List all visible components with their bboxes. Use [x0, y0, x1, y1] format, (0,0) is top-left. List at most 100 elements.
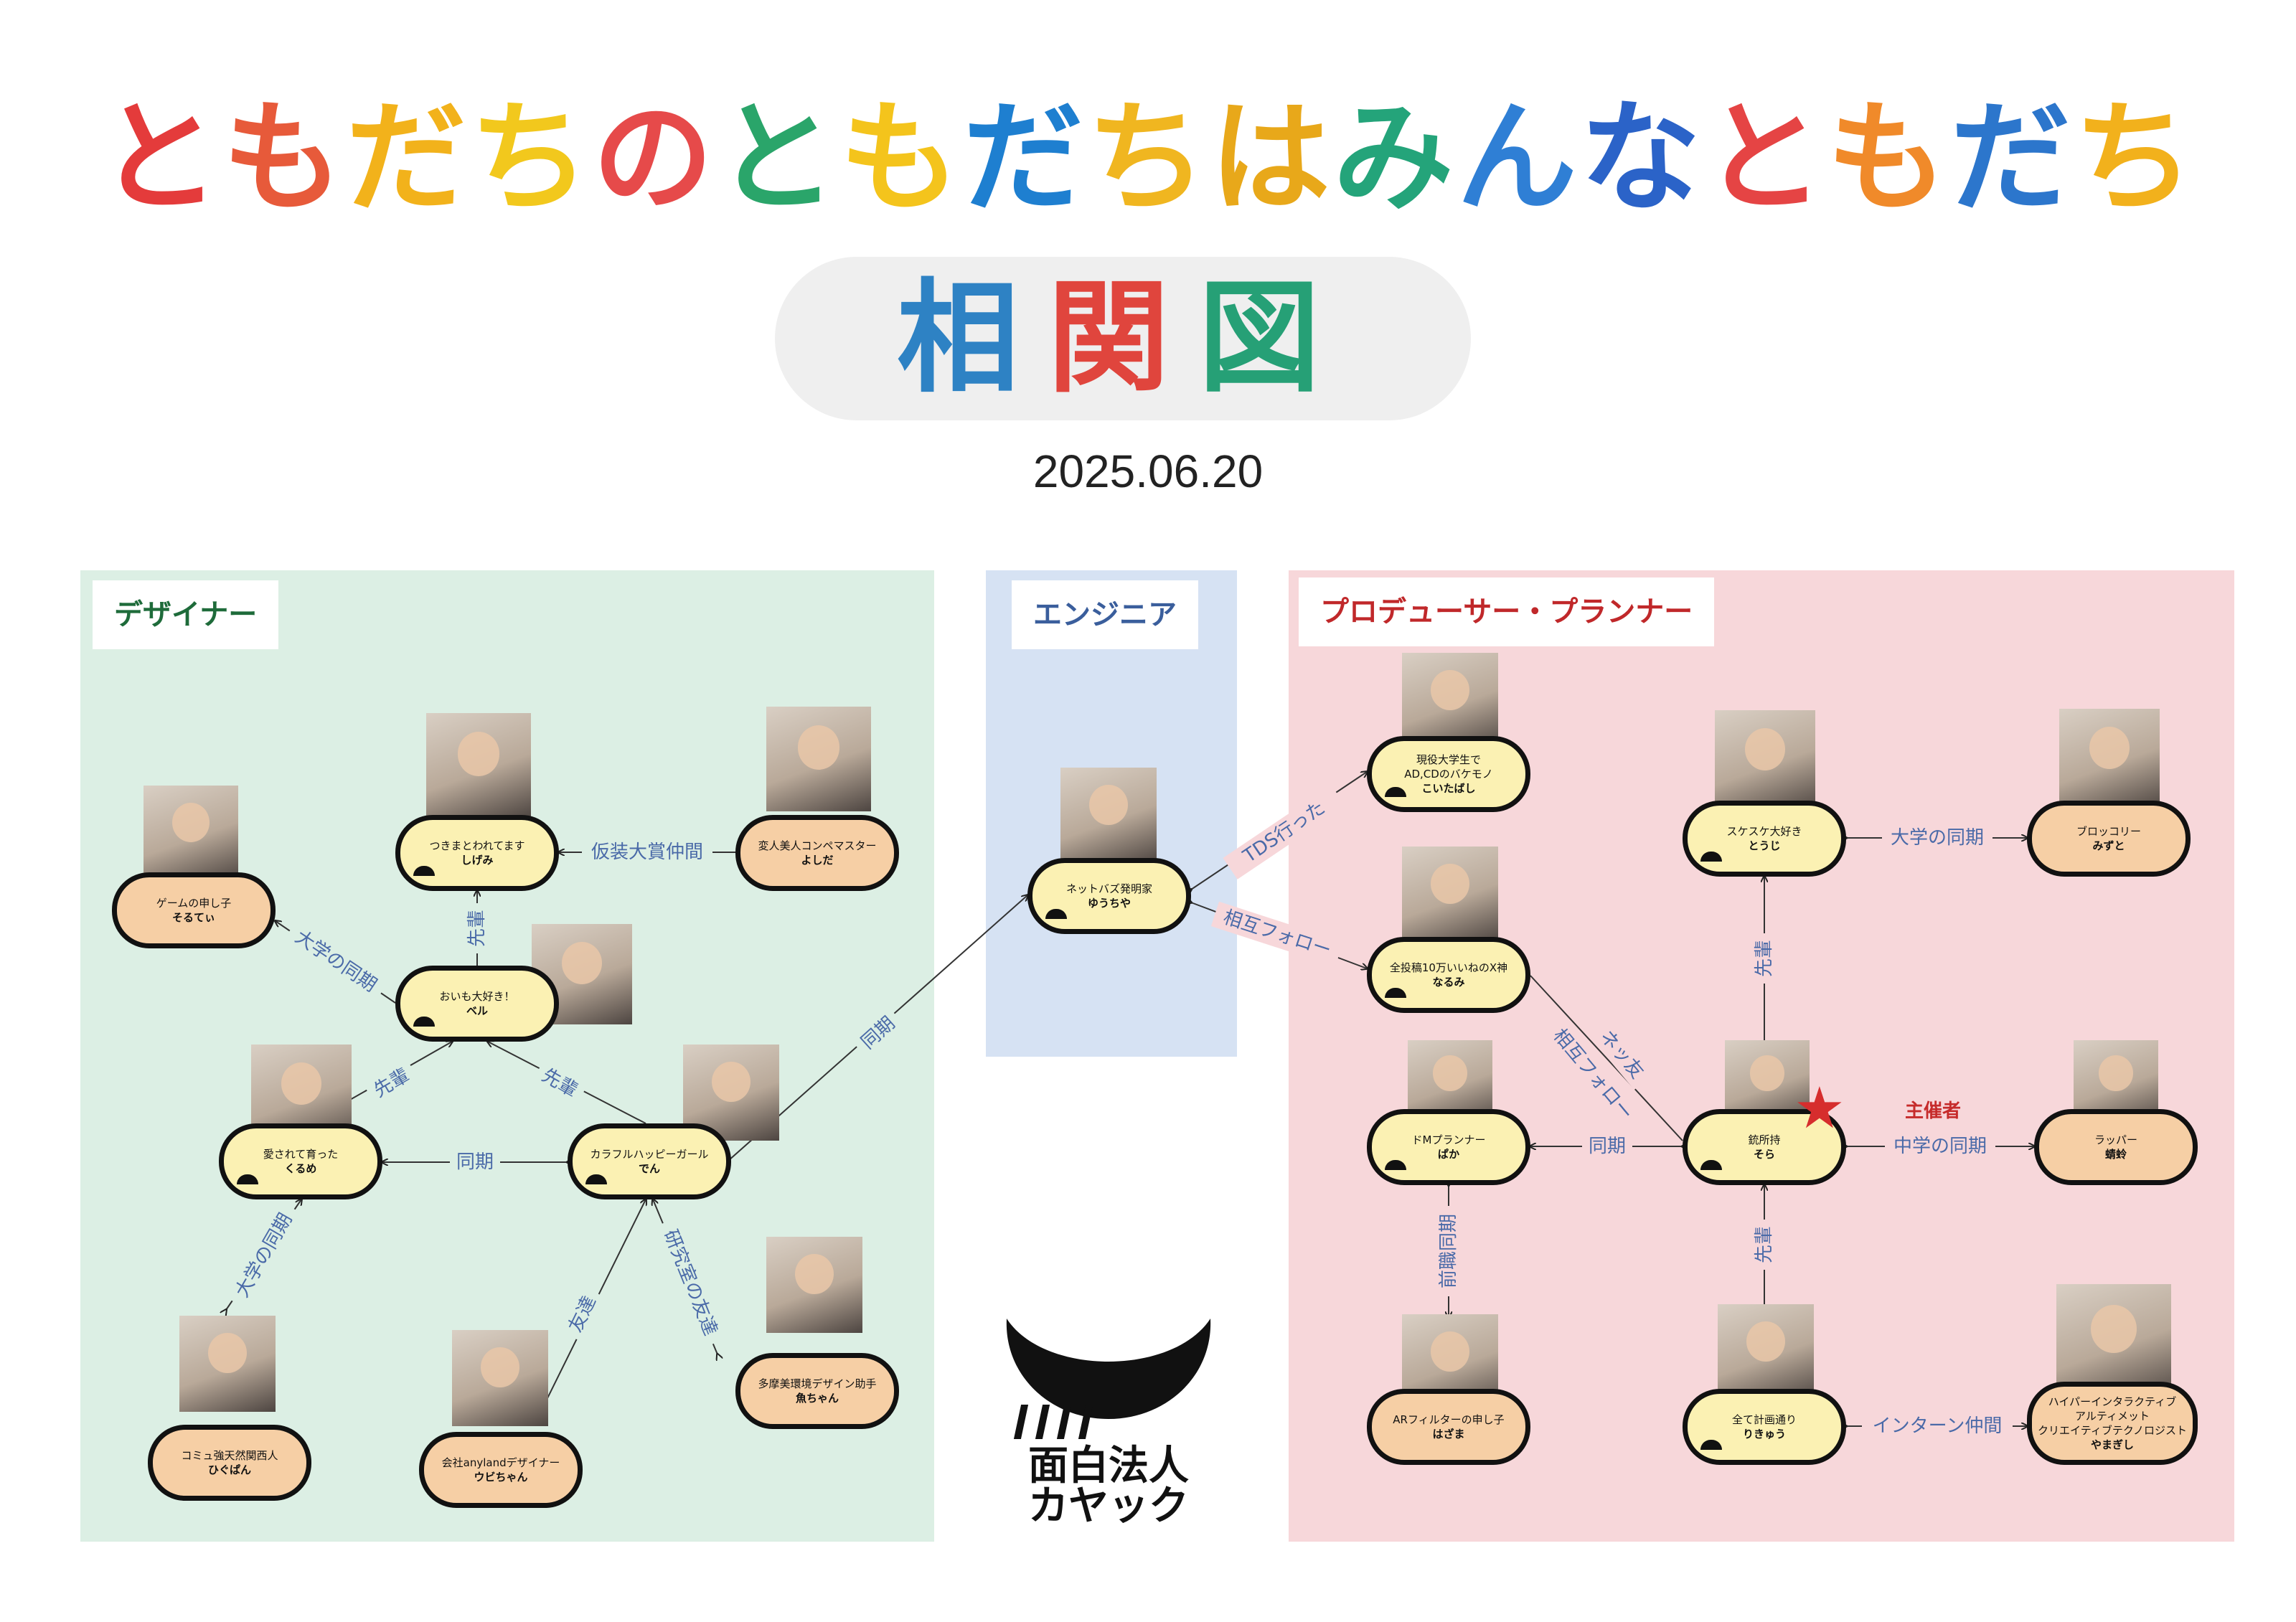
- person-name: そら: [1753, 1148, 1775, 1161]
- person-desc: 会社anylandデザイナー: [441, 1456, 560, 1469]
- person-desc: 全て計画通り: [1731, 1413, 1797, 1426]
- person-photo-6: [179, 1316, 276, 1412]
- person-card-4: 愛されて育ったくるめ: [219, 1123, 382, 1199]
- producer-panel-label: プロデューサー・プランナー: [1299, 577, 1715, 646]
- person-photo-0: [144, 786, 238, 880]
- person-card-13: ARフィルターの申し子はざま: [1367, 1389, 1530, 1465]
- person-name: しげみ: [461, 854, 494, 867]
- person-card-2: 変人美人コンペマスターよしだ: [735, 815, 899, 891]
- cloud-icon: [585, 1174, 607, 1184]
- person-name: りきゅう: [1742, 1428, 1786, 1441]
- person-card-8: 多摩美環境デザイン助手魚ちゃん: [735, 1353, 899, 1429]
- title-char-7: だ: [963, 88, 1086, 228]
- title-char-13: と: [1703, 88, 1827, 228]
- title-char-3: ち: [469, 88, 593, 228]
- person-desc: 銃所持: [1748, 1133, 1781, 1146]
- person-name: ベル: [466, 1004, 488, 1017]
- person-card-5: カラフルハッピーガールでん: [568, 1123, 731, 1199]
- title-char-2: だ: [346, 88, 469, 228]
- cloud-icon: [1700, 1440, 1722, 1450]
- relation-label-bg: [850, 1006, 906, 1060]
- person-photo-11: [1402, 847, 1498, 943]
- organizer-star-icon: ★: [1794, 1075, 1845, 1141]
- title-char-14: も: [1827, 88, 1950, 228]
- cloud-icon: [1385, 988, 1406, 998]
- relation-label-group-sougo1: 相互フォロー: [1210, 901, 1344, 967]
- person-desc: 変人美人コンペマスター: [758, 839, 877, 852]
- person-name: こいたばし: [1421, 782, 1476, 795]
- relation-label-senpai_touji: 先輩: [1754, 940, 1775, 977]
- relation-label-group-senpai_rikyu: 先輩: [1751, 1220, 1777, 1270]
- person-name: ゆうちや: [1087, 897, 1131, 910]
- person-desc: カラフルハッピーガール: [590, 1148, 709, 1161]
- person-photo-10: [1402, 653, 1498, 749]
- subtitle-char-2: 図: [1198, 268, 1350, 410]
- person-card-9: ネットバズ発明家ゆうちや: [1027, 858, 1191, 934]
- person-name: やまぎし: [2090, 1438, 2134, 1451]
- relation-label-bg: [654, 1217, 727, 1349]
- kayac-logo-icon: [1006, 1319, 1211, 1439]
- person-desc: スケスケ大好き: [1726, 825, 1802, 838]
- relation-label-group-daigaku_mizuto: 大学の同期: [1882, 825, 1992, 851]
- person-name: くるめ: [284, 1162, 317, 1175]
- relation-label-bg: [225, 1201, 304, 1310]
- relation-label-bg: [1223, 785, 1346, 880]
- relation-label-kenkyushitsu: 研究室の友達: [659, 1227, 721, 1339]
- title-char-10: み: [1333, 88, 1457, 228]
- cloud-icon: [237, 1174, 258, 1184]
- main-title: ともだちのともだちはみんなともだち: [0, 86, 2296, 230]
- title-char-16: ち: [2074, 88, 2197, 228]
- logo-line2: カヤック: [1028, 1483, 1189, 1529]
- person-desc: 多摩美環境デザイン助手: [758, 1377, 877, 1390]
- relation-label-kasou: 仮装大賞仲間: [591, 841, 703, 863]
- logo-line1: 面白法人: [1028, 1443, 1189, 1489]
- person-card-7: 会社anylandデザイナーウビちゃん: [419, 1432, 583, 1508]
- person-card-18: 全て計画通りりきゅう: [1683, 1389, 1846, 1465]
- organizer-label: 主催者: [1905, 1100, 1962, 1122]
- title-char-12: な: [1580, 88, 1703, 228]
- person-photo-1: [426, 713, 531, 818]
- relation-label-bg: [560, 1286, 606, 1343]
- relation-label-group-senpai_touji: 先輩: [1751, 933, 1777, 984]
- cloud-icon: [413, 1017, 435, 1027]
- relation-label-group-zenshoku: 前職同期: [1436, 1206, 1462, 1296]
- relation-label-senpai_rikyu: 先輩: [1754, 1226, 1775, 1263]
- relation-label-group-douki_yuchiya: 同期: [850, 1006, 906, 1060]
- cloud-icon: [1385, 1160, 1406, 1170]
- person-name: 蜻蛉: [2104, 1148, 2127, 1161]
- cloud-icon: [1045, 909, 1067, 919]
- person-name: でん: [638, 1162, 660, 1175]
- title-char-6: も: [839, 88, 963, 228]
- person-card-3: おいも大好き！ベル: [395, 966, 559, 1042]
- person-card-0: ゲームの申し子そるてぃ: [112, 872, 276, 948]
- person-desc: ゲームの申し子: [156, 897, 232, 910]
- relation-label-bg: [1589, 1019, 1655, 1090]
- designer-panel-label: デザイナー: [93, 580, 279, 649]
- relation-label-group-senpai_kurume: 先輩: [363, 1059, 420, 1108]
- relation-label-bg: [1882, 825, 1992, 851]
- person-desc: ブロッコリー: [2076, 825, 2141, 838]
- relation-label-group-daigaku_higupan: 大学の同期: [225, 1201, 304, 1310]
- person-photo-15: [2059, 709, 2160, 809]
- relation-label-daigaku_soruti: 大学の同期: [291, 926, 381, 996]
- relation-label-intern: インターン仲間: [1873, 1415, 2003, 1437]
- relation-label-bg: [1210, 901, 1344, 967]
- relation-label-bg: [363, 1059, 420, 1108]
- cloud-icon: [1700, 1160, 1722, 1170]
- person-desc: 愛されて育った: [263, 1148, 339, 1161]
- person-card-15: ブロッコリーみずと: [2027, 801, 2191, 877]
- person-card-16: 銃所持そら: [1683, 1109, 1846, 1185]
- person-name: よしだ: [801, 854, 834, 867]
- person-desc: ドMプランナー: [1411, 1133, 1486, 1146]
- relation-label-bg: [1751, 1220, 1777, 1270]
- title-char-11: ん: [1457, 88, 1580, 228]
- relation-label-daigaku_mizuto: 大学の同期: [1891, 827, 1984, 849]
- person-desc: ラッパー: [2094, 1133, 2137, 1146]
- person-photo-7: [452, 1330, 548, 1426]
- person-card-14: スケスケ大好きとうじ: [1683, 801, 1846, 877]
- date: 2025.06.20: [1032, 445, 1264, 497]
- person-desc: ネットバズ発明家: [1065, 882, 1152, 895]
- relation-label-bg: [283, 920, 389, 1003]
- relation-label-group-chugaku: 中学の同期: [1885, 1133, 1995, 1159]
